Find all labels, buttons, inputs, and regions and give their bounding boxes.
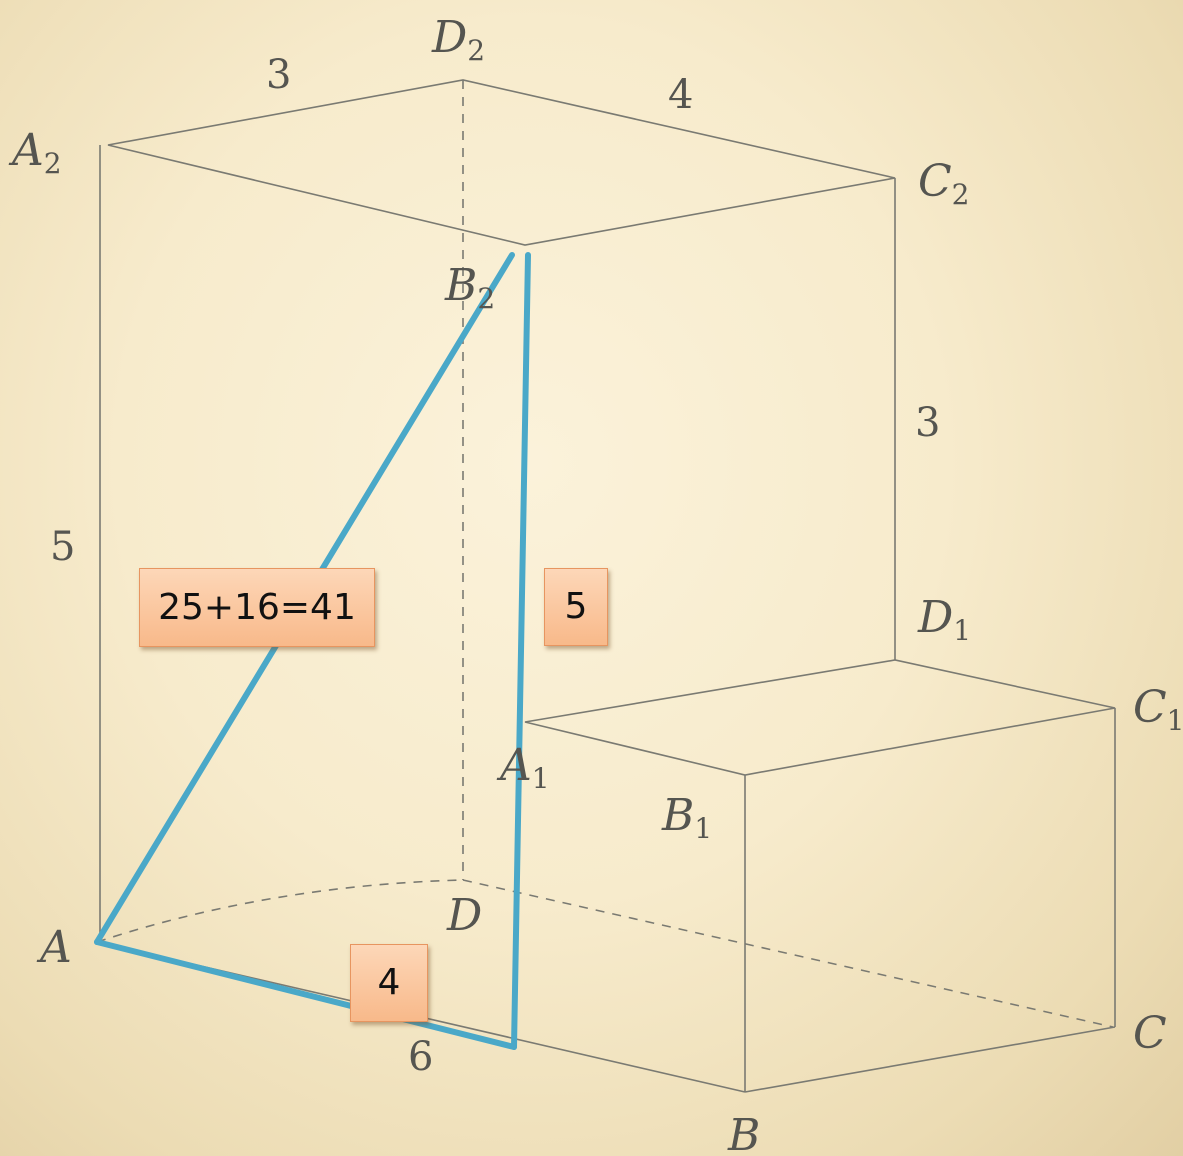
- edge-a-d-hidden: [96, 879, 464, 943]
- note-hypotenuse: 25+16=41: [139, 568, 375, 647]
- vertex-label-b: B: [727, 1110, 760, 1156]
- vertex-label-c2: C2: [918, 156, 970, 211]
- vertex-label-a: A: [36, 922, 72, 973]
- vertex-label-a2: A2: [8, 125, 62, 180]
- step-face-a1-d1-c1-b1: [524, 659, 1116, 776]
- highlight-vertical-leg: [511, 252, 531, 1050]
- note-base-leg: 4: [350, 944, 428, 1022]
- vertex-label-b2: B2: [444, 260, 495, 315]
- vertex-label-a1: A1: [496, 740, 550, 795]
- length-label-c2-d1: 3: [915, 400, 940, 446]
- vertex-label-d1: D1: [917, 592, 971, 647]
- length-label-a-b: 6: [408, 1034, 433, 1080]
- length-label-d2-c2: 4: [668, 72, 693, 118]
- vertex-label-d2: D2: [431, 12, 485, 67]
- edge-d-c-hidden: [462, 879, 1114, 1028]
- edge-b-c: [744, 1026, 1116, 1093]
- vertex-label-b1: B1: [661, 790, 712, 845]
- length-label-a-a2: 5: [50, 524, 75, 570]
- vertex-label-c1: C1: [1133, 682, 1183, 737]
- vertex-label-d: D: [446, 890, 482, 941]
- note-vertical-leg: 5: [544, 568, 608, 646]
- length-label-a2-d2: 3: [266, 52, 291, 98]
- vertex-label-c: C: [1133, 1008, 1167, 1059]
- top-face-a2-d2-c2-b2: [107, 79, 896, 246]
- highlight-base-leg: [94, 939, 517, 1050]
